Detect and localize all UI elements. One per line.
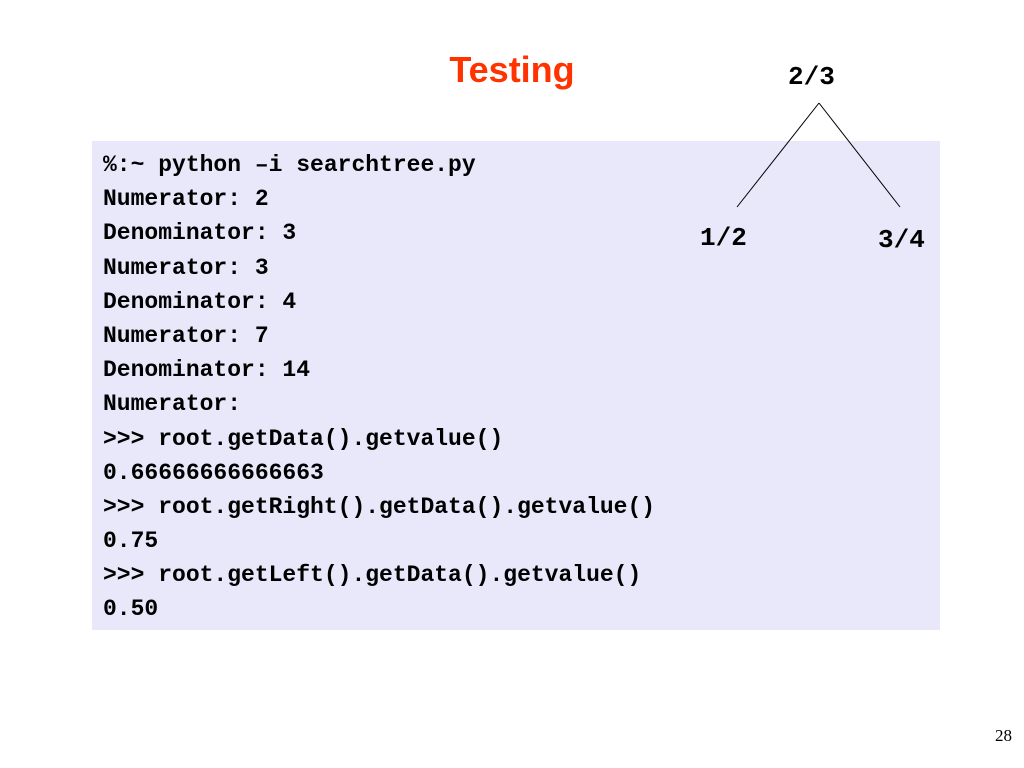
- page-number: 28: [995, 726, 1012, 745]
- terminal-line: 0.66666666666663: [103, 459, 324, 486]
- slide-title: Testing: [449, 49, 575, 90]
- terminal-line: Numerator:: [103, 391, 242, 418]
- terminal-line: Numerator: 7: [103, 322, 269, 349]
- terminal-line: Denominator: 14: [103, 357, 311, 384]
- terminal-line: Denominator: 4: [103, 288, 297, 315]
- terminal-line: 0.75: [103, 528, 159, 555]
- tree-root-node: 2/3: [788, 62, 835, 92]
- terminal-line: Numerator: 3: [103, 254, 269, 281]
- terminal-line: %:~ python –i searchtree.py: [103, 152, 476, 178]
- tree-right-node: 3/4: [878, 225, 925, 255]
- terminal-output: %:~ python –i searchtree.py Numerator: 2…: [103, 148, 655, 627]
- terminal-line: 0.50: [103, 596, 159, 623]
- terminal-line: Denominator: 3: [103, 220, 297, 247]
- tree-left-node: 1/2: [700, 223, 747, 253]
- terminal-output-box: [92, 141, 940, 630]
- terminal-line: >>> root.getRight().getData().getvalue(): [103, 493, 656, 520]
- terminal-line: Numerator: 2: [103, 186, 269, 213]
- terminal-line: >>> root.getData().getvalue(): [103, 425, 504, 452]
- terminal-line: >>> root.getLeft().getData().getvalue(): [103, 562, 642, 589]
